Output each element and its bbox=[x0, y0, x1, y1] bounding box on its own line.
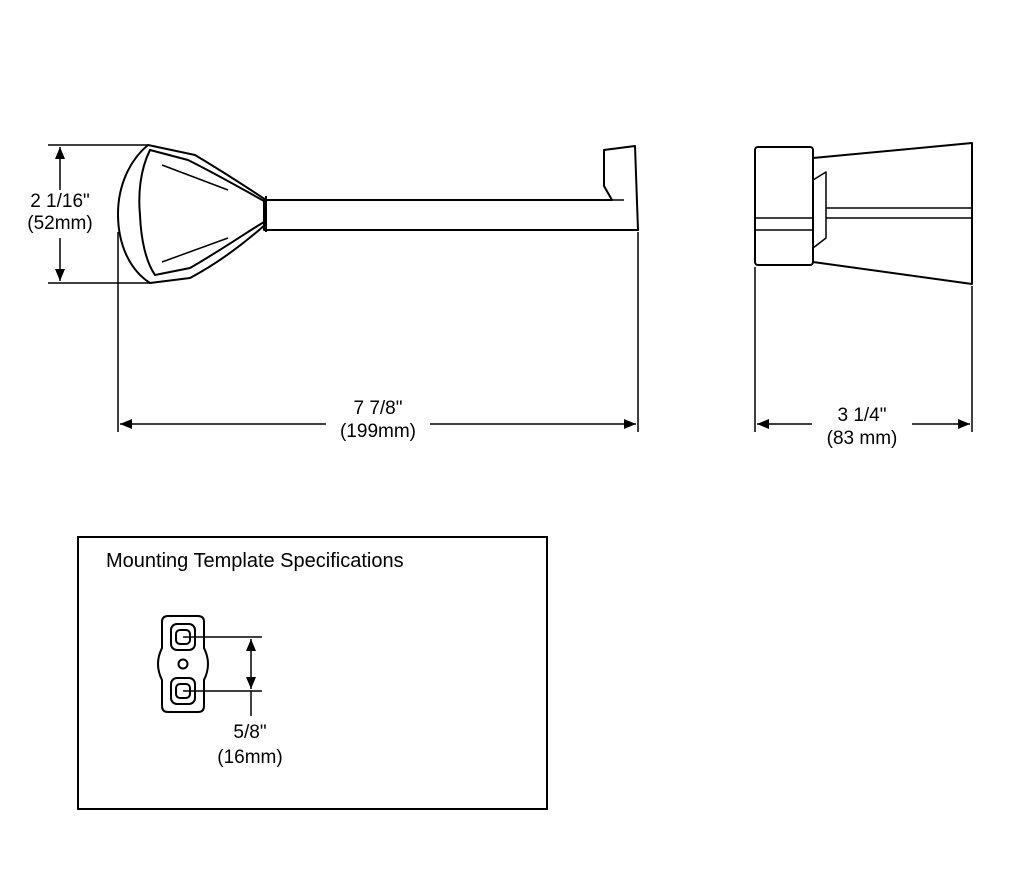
front-view bbox=[117, 144, 639, 284]
template-plate bbox=[157, 615, 209, 713]
height-inch-label: 2 1/16" bbox=[30, 191, 90, 212]
side-arm-body bbox=[812, 142, 973, 285]
template-spacing-mm: (16mm) bbox=[217, 747, 282, 768]
mounting-template-box: Mounting Template Specifications 5/8" (1… bbox=[77, 536, 548, 810]
side-view bbox=[754, 142, 973, 285]
length-inch-label: 7 7/8" bbox=[353, 398, 402, 419]
length-mm-label: (199mm) bbox=[340, 421, 416, 442]
dimension-lines bbox=[48, 144, 973, 432]
side-flange bbox=[754, 146, 814, 266]
template-dimension bbox=[183, 636, 262, 716]
depth-mm-label: (83 mm) bbox=[827, 428, 898, 449]
arm bbox=[263, 145, 639, 231]
template-spacing-inch: 5/8" bbox=[233, 722, 266, 743]
flange-outer bbox=[117, 144, 267, 284]
flange-inner bbox=[138, 149, 265, 276]
template-title: Mounting Template Specifications bbox=[106, 550, 404, 572]
height-mm-label: (52mm) bbox=[27, 213, 92, 234]
depth-inch-label: 3 1/4" bbox=[837, 405, 886, 426]
